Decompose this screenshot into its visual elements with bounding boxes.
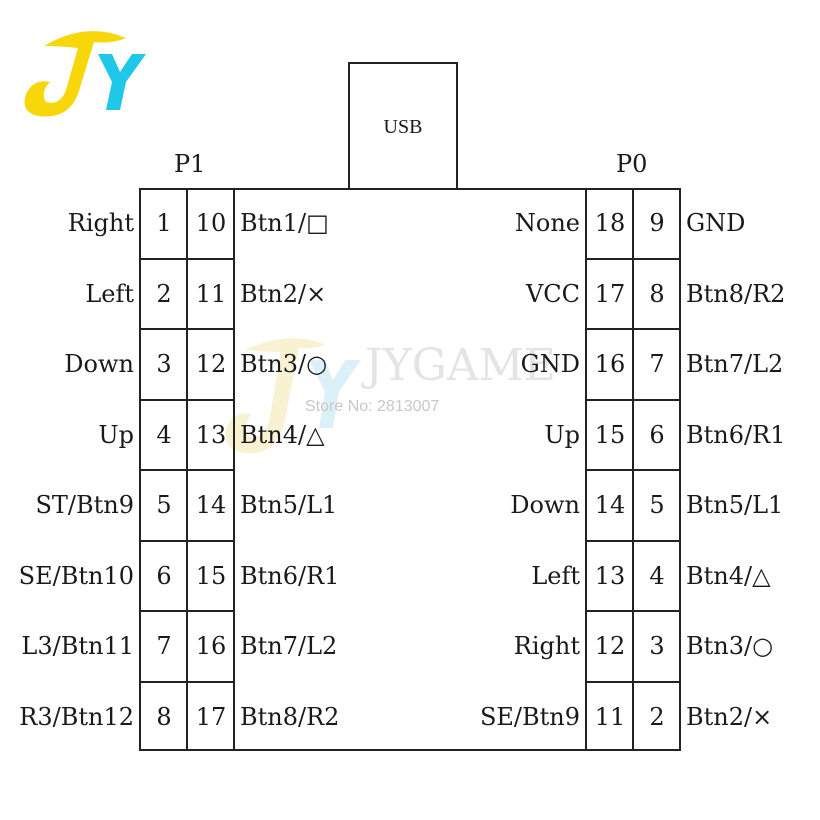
p0-pin-outer: 7 — [649, 350, 665, 378]
p1-title: P1 — [174, 150, 206, 178]
p0-inner-label: GND — [520, 350, 580, 378]
p0-outer-label: Btn5/L1 — [686, 491, 784, 519]
p1-pin-inner: 13 — [195, 421, 227, 449]
grid-horizontal-line — [586, 681, 680, 683]
p0-pin-outer: 9 — [649, 209, 665, 237]
p1-outer-label: Down — [64, 350, 134, 378]
p0-pin-outer: 3 — [649, 632, 665, 660]
grid-horizontal-line — [140, 681, 234, 683]
p1-inner-label: Btn6/R1 — [240, 562, 340, 590]
p0-pin-outer: 6 — [649, 421, 665, 449]
grid-horizontal-line — [140, 258, 234, 260]
grid-horizontal-line — [140, 328, 234, 330]
board-bottom-edge — [140, 749, 680, 751]
p0-inner-label: Left — [531, 562, 580, 590]
p1-pin-outer: 4 — [156, 421, 172, 449]
p0-outer-label: Btn8/R2 — [686, 280, 786, 308]
p1-inner-label: Btn3/○ — [240, 350, 328, 378]
p1-outer-label: ST/Btn9 — [35, 491, 134, 519]
p0-inner-label: Down — [510, 491, 580, 519]
p1-pin-inner: 16 — [195, 632, 227, 660]
p0-pin-inner: 16 — [594, 350, 626, 378]
p0-inner-label: VCC — [525, 280, 580, 308]
board-top-edge — [140, 188, 680, 190]
p1-outer-label: SE/Btn10 — [18, 562, 134, 590]
p0-pin-outer: 8 — [649, 280, 665, 308]
p1-outer-label: R3/Btn12 — [19, 703, 134, 731]
p0-pin-inner: 11 — [594, 703, 626, 731]
p1-inner-label: Btn1/□ — [240, 209, 329, 237]
grid-horizontal-line — [586, 258, 680, 260]
p0-outer-label: Btn7/L2 — [686, 350, 784, 378]
p0-outer-label: Btn4/△ — [686, 562, 771, 590]
grid-horizontal-line — [586, 328, 680, 330]
p1-pin-outer: 5 — [156, 491, 172, 519]
grid-horizontal-line — [586, 540, 680, 542]
p0-pin-inner: 18 — [594, 209, 626, 237]
p1-outer-label: Left — [85, 280, 134, 308]
grid-horizontal-line — [140, 469, 234, 471]
grid-vertical-line — [679, 188, 681, 751]
p1-inner-label: Btn5/L1 — [240, 491, 338, 519]
p1-pin-outer: 7 — [156, 632, 172, 660]
p0-pin-inner: 17 — [594, 280, 626, 308]
p0-outer-label: Btn2/× — [686, 703, 773, 731]
grid-horizontal-line — [140, 540, 234, 542]
p1-inner-label: Btn8/R2 — [240, 703, 340, 731]
usb-label: USB — [383, 116, 423, 138]
jy-logo: JY — [24, 31, 146, 117]
p1-outer-label: Up — [98, 421, 134, 449]
p1-inner-label: Btn2/× — [240, 280, 327, 308]
grid-horizontal-line — [140, 399, 234, 401]
p0-pin-inner: 14 — [594, 491, 626, 519]
p1-outer-label: L3/Btn11 — [21, 632, 134, 660]
p0-inner-label: Up — [544, 421, 580, 449]
p1-pin-inner: 14 — [195, 491, 227, 519]
p1-pin-outer: 6 — [156, 562, 172, 590]
p1-pin-outer: 3 — [156, 350, 172, 378]
p0-pin-inner: 12 — [594, 632, 626, 660]
p0-outer-label: Btn6/R1 — [686, 421, 786, 449]
grid-vertical-line — [233, 188, 235, 751]
p0-pin-outer: 4 — [649, 562, 665, 590]
p1-pin-outer: 8 — [156, 703, 172, 731]
p0-inner-label: None — [514, 209, 580, 237]
p1-pin-inner: 12 — [195, 350, 227, 378]
p1-outer-label: Right — [67, 209, 134, 237]
p1-pin-outer: 2 — [156, 280, 172, 308]
p0-pin-outer: 5 — [649, 491, 665, 519]
p1-inner-label: Btn4/△ — [240, 421, 325, 449]
p0-inner-label: SE/Btn9 — [479, 703, 580, 731]
p1-pin-inner: 17 — [195, 703, 227, 731]
p1-pin-inner: 15 — [195, 562, 227, 590]
grid-horizontal-line — [586, 469, 680, 471]
p1-pin-inner: 11 — [195, 280, 227, 308]
grid-horizontal-line — [140, 610, 234, 612]
p1-inner-label: Btn7/L2 — [240, 632, 338, 660]
p1-pin-inner: 10 — [195, 209, 227, 237]
p1-pin-outer: 1 — [156, 209, 172, 237]
p0-outer-label: GND — [686, 209, 746, 237]
grid-horizontal-line — [586, 610, 680, 612]
p0-pin-outer: 2 — [649, 703, 665, 731]
p0-outer-label: Btn3/○ — [686, 632, 774, 660]
p0-pin-inner: 13 — [594, 562, 626, 590]
p0-title: P0 — [616, 150, 648, 178]
p0-pin-inner: 15 — [594, 421, 626, 449]
p0-inner-label: Right — [513, 632, 580, 660]
usb-connector: USB — [348, 62, 458, 188]
watermark-store: Store No: 2813007 — [305, 398, 440, 415]
grid-horizontal-line — [586, 399, 680, 401]
